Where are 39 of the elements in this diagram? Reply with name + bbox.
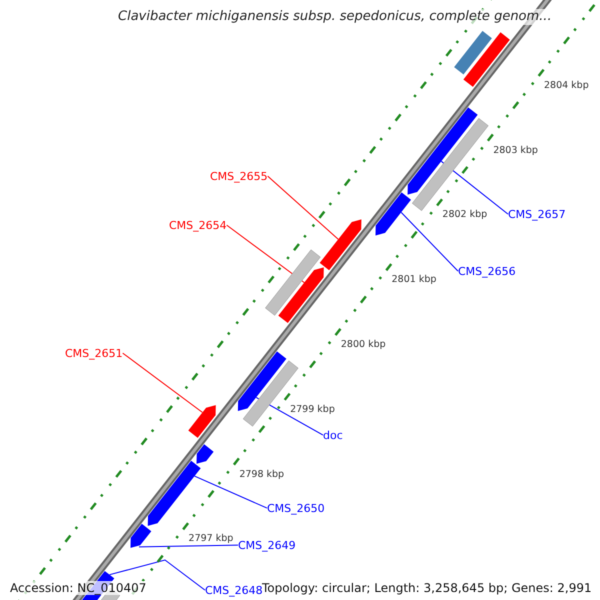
gene-label: CMS_2651: [65, 346, 123, 360]
leader-line: [267, 176, 339, 240]
scale-label: 2798 kbp: [239, 468, 284, 480]
gene-label: doc: [323, 428, 343, 442]
scale-label: 2800 kbp: [340, 338, 386, 350]
info-text: Topology: circular; Length: 3,258,645 bp; Genes: 2,991: [262, 581, 592, 596]
leader-line: [226, 224, 305, 284]
leader-line: [109, 559, 206, 591]
gene-label: CMS_2654: [169, 218, 227, 232]
leader-line: [440, 160, 508, 215]
gene-block: [278, 267, 324, 323]
gene-label: CMS_2650: [267, 502, 325, 515]
gene-block: [463, 32, 510, 87]
scale-label: 2799 kbp: [290, 404, 335, 416]
leader-line: [400, 212, 458, 272]
gene-block: [196, 444, 214, 464]
leader-line: [138, 544, 238, 548]
gene-label: CMS_2649: [238, 538, 296, 552]
scale-label: 2803 kbp: [493, 144, 538, 156]
gene-block: [320, 219, 362, 270]
gene-block: [408, 107, 478, 195]
gene-block: [188, 405, 216, 438]
leader-line: [194, 476, 268, 509]
scale-label: 2801 kbp: [392, 274, 436, 286]
gene-label: CMS_2648: [205, 584, 263, 597]
scale-label: 2802 kbp: [442, 209, 488, 221]
gene-block: [148, 460, 201, 526]
leader-line: [122, 352, 203, 413]
gene-block: [130, 524, 152, 548]
scale-label: 2804 kbp: [544, 80, 589, 92]
info-text: Accession: NC_010407: [10, 581, 146, 596]
gene-label: CMS_2655: [210, 170, 268, 183]
gene-block: [238, 351, 286, 411]
gene-block: [454, 30, 492, 74]
gene-label: CMS_2656: [458, 264, 516, 278]
title: Clavibacter michiganensis subsp. sepedonicus, complete genom...: [118, 9, 552, 25]
scale-label: 2797 kbp: [188, 533, 234, 545]
gene-block: [376, 192, 411, 236]
gene-label: CMS_2657: [508, 208, 566, 221]
